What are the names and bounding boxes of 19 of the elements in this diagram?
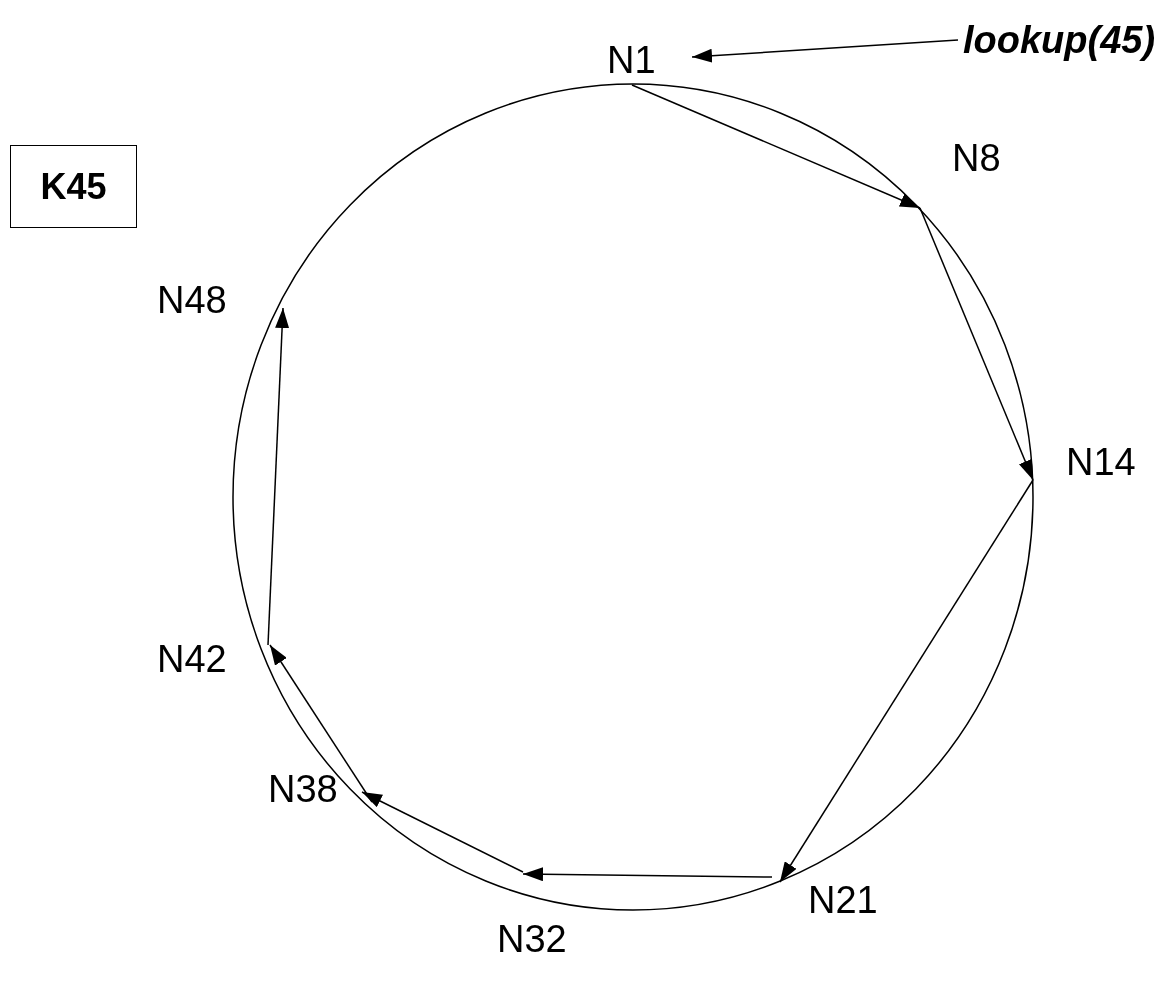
arrow [361, 791, 524, 873]
arrow [522, 867, 773, 882]
key-box [10, 145, 137, 228]
arrow [631, 84, 921, 209]
node-label: N14 [1066, 440, 1136, 484]
node-label: N48 [157, 278, 227, 322]
node-label: N38 [268, 767, 338, 811]
arrow [779, 479, 1034, 883]
node-label: N32 [497, 917, 567, 961]
node-label: N21 [808, 878, 878, 922]
arrow [691, 39, 959, 63]
node-label: N8 [952, 136, 1001, 180]
arrow [269, 644, 373, 803]
node-label: N42 [157, 637, 227, 681]
key-label: K45 [40, 165, 107, 208]
arrow [919, 207, 1034, 481]
arrow [267, 307, 290, 646]
lookup-label: lookup(45) [963, 18, 1156, 62]
node-label: N1 [607, 38, 656, 82]
